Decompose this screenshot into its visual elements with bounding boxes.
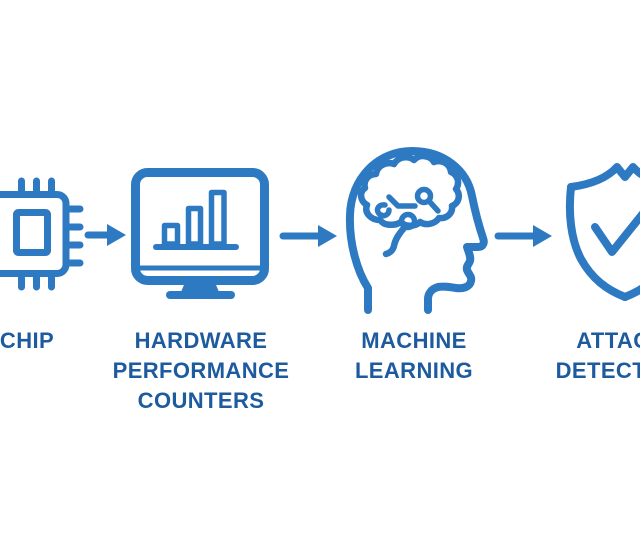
arrow-right-icon (279, 225, 337, 247)
monitor-bar-chart-icon (131, 168, 269, 299)
step-label-machine-learning: MACHINE LEARNING (264, 326, 564, 386)
head-brain-icon (345, 147, 488, 314)
step-label-line: LEARNING (354, 358, 474, 383)
arrow-right-icon (494, 225, 552, 247)
step-label-line: HARDWARE (134, 328, 268, 353)
step-label-line: MACHINE (361, 328, 467, 353)
step-label-attack-detection: ATTACK DETECTION (471, 326, 640, 386)
shield-check-icon (565, 163, 640, 301)
step-label-hardware-performance-counters: HARDWARE PERFORMANCE COUNTERS (51, 326, 351, 416)
step-label-line: COUNTERS (137, 388, 265, 413)
step-label-line: DETECTION (555, 358, 640, 383)
step-label-chip: CHIP (0, 326, 177, 356)
step-label-line: CHIP (0, 328, 55, 353)
step-label-line: PERFORMANCE (112, 358, 290, 383)
arrow-right-icon (84, 224, 126, 246)
step-label-line: ATTACK (576, 328, 640, 353)
chip-icon (0, 177, 84, 291)
